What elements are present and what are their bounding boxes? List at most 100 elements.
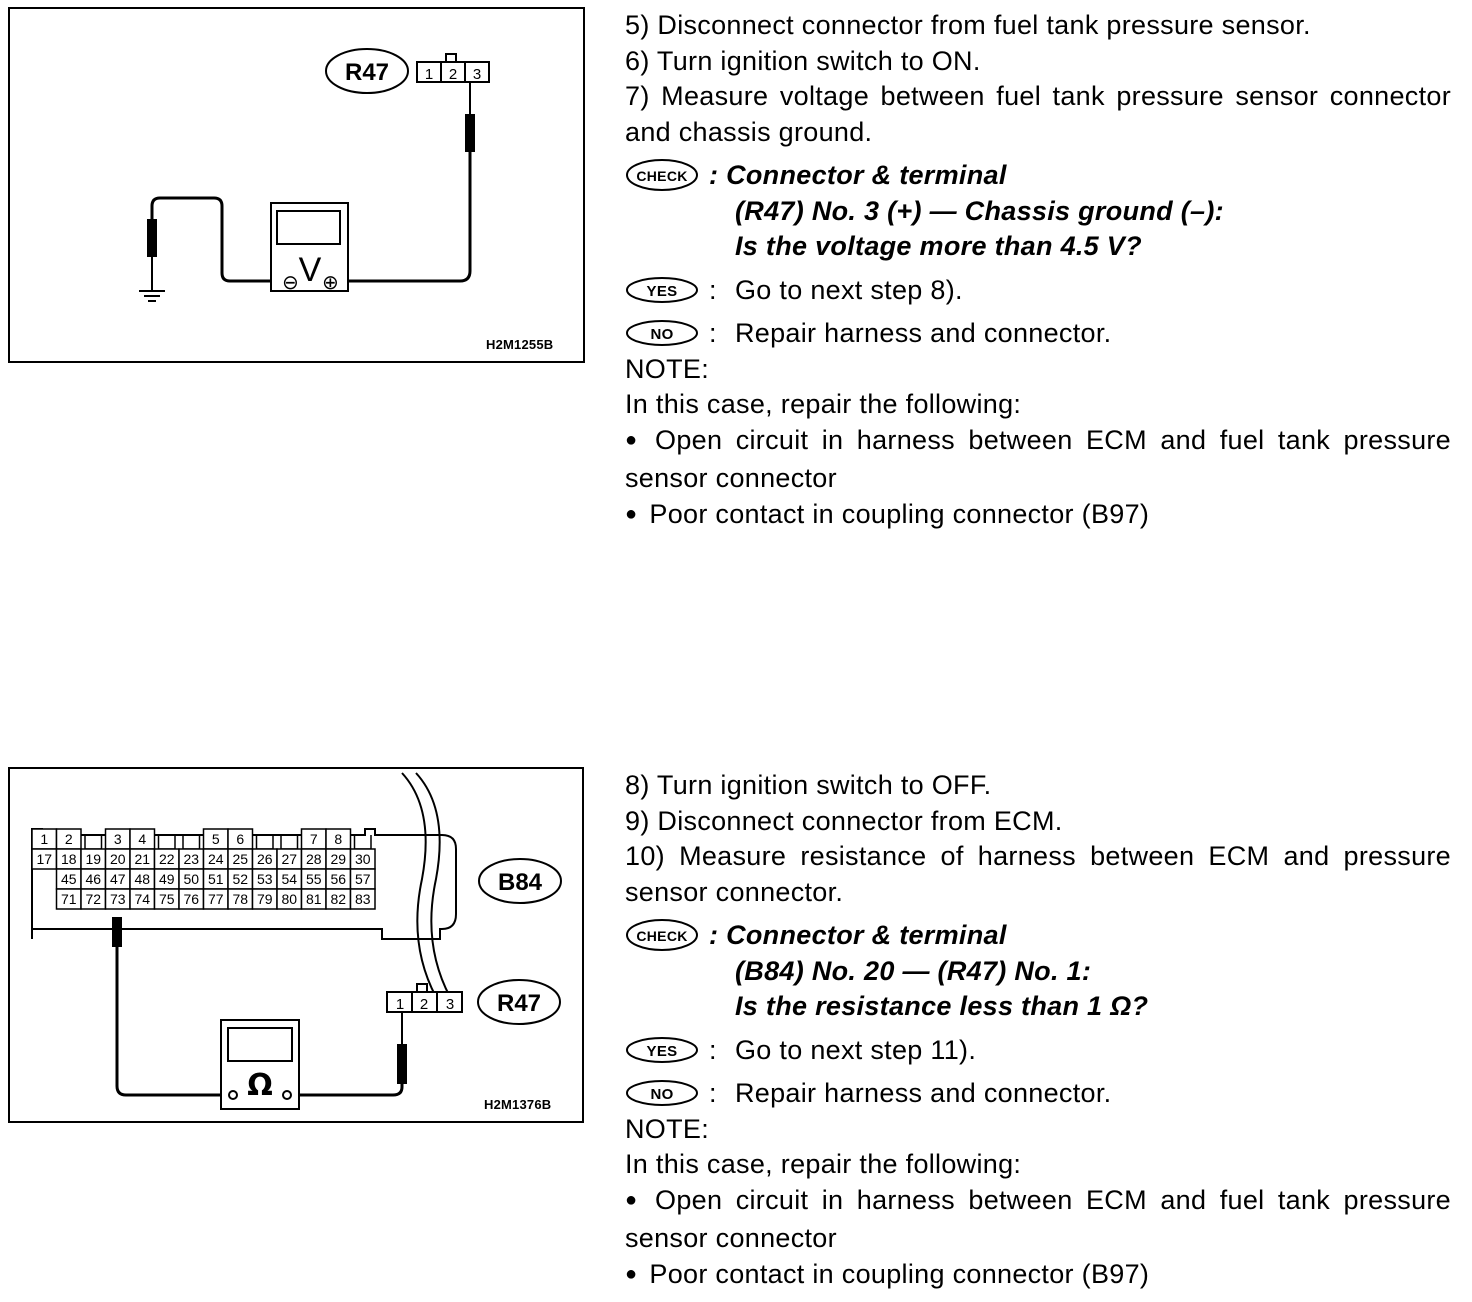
r47-label: R47 (497, 990, 541, 1017)
ohmmeter-terminal-right (282, 1090, 292, 1100)
ecm-pin-8: 8 (334, 831, 342, 847)
yes-badge: YES (625, 273, 699, 307)
ecm-lead (115, 947, 230, 1097)
ecm-pin-28: 28 (306, 851, 322, 867)
check-criteria: : Connector & terminal (R47) No. 3 (+) —… (709, 158, 1224, 265)
ohmmeter-display (227, 1027, 293, 1062)
ecm-pin-22: 22 (159, 851, 175, 867)
no-colon: : (709, 1078, 717, 1108)
yes-colon: : (709, 1034, 717, 1065)
ecm-pin-50: 50 (183, 871, 199, 887)
check-badge-text: CHECK (636, 928, 687, 944)
ecm-pin-74: 74 (134, 891, 150, 907)
sensor-lead (290, 1084, 404, 1097)
no-text: Repair harness and connector. (735, 318, 1112, 348)
check-line-1: Connector & terminal (726, 920, 1007, 950)
ecm-pin-80: 80 (281, 891, 297, 907)
ecm-pin-71: 71 (61, 891, 77, 907)
ecm-pin-81: 81 (306, 891, 322, 907)
figure-code: H2M1255B (486, 337, 554, 352)
ecm-pin-73: 73 (110, 891, 126, 907)
step-7: 7) Measure voltage between fuel tank pre… (625, 81, 1451, 147)
step-9: 9) Disconnect connector from ECM. (625, 805, 1063, 836)
yes-badge-text: YES (647, 1043, 678, 1060)
yes-row: YES : Go to next step 8). (625, 273, 1451, 309)
section-resistance-check: 8) Turn ignition switch to OFF. 9) Disco… (625, 768, 1451, 1295)
ecm-pin-51: 51 (208, 871, 224, 887)
check-badge: CHECK (625, 918, 699, 952)
ecm-pin-19: 19 (85, 851, 101, 867)
no-colon: : (709, 318, 717, 348)
ecm-pin-24: 24 (208, 851, 224, 867)
check-block: CHECK : Connector & terminal (R47) No. 3… (625, 158, 1451, 265)
yes-badge: YES (625, 1033, 699, 1067)
negative-probe (147, 219, 157, 257)
r47-pin-2: 2 (449, 66, 457, 83)
ecm-pin-4: 4 (138, 831, 146, 847)
ecm-pin-29: 29 (330, 851, 346, 867)
ecm-pin-76: 76 (183, 891, 199, 907)
ecm-pin-75: 75 (159, 891, 175, 907)
ecm-pin-53: 53 (257, 871, 273, 887)
yes-badge-text: YES (647, 283, 678, 300)
yes-text: Go to next step 11). (735, 1034, 977, 1065)
r47-label-ellipse (325, 48, 409, 94)
ohm-symbol: Ω (247, 1068, 273, 1103)
r47-label: R47 (345, 59, 389, 86)
note-bullet-1: Open circuit in harness between ECM and … (625, 423, 1451, 497)
check-line-1: Connector & terminal (726, 160, 1007, 190)
yes-text: Go to next step 8). (735, 274, 963, 305)
r47-connector-latch (416, 983, 428, 993)
check-line-3: Is the voltage more than 4.5 V? (735, 231, 1142, 261)
note-bullet-2: Poor contact in coupling connector (B97) (625, 497, 1451, 536)
ecm-pin-23: 23 (183, 851, 199, 867)
yes-row: YES : Go to next step 11). (625, 1033, 1451, 1069)
note-intro: In this case, repair the following: (625, 389, 1022, 419)
ecm-pin-54: 54 (281, 871, 297, 887)
check-colon: : (709, 160, 727, 190)
ecm-pin-27: 27 (281, 851, 297, 867)
step-5: 5) Disconnect connector from fuel tank p… (625, 10, 1311, 40)
note-label: NOTE: (625, 1113, 710, 1144)
ecm-pin-82: 82 (330, 891, 346, 907)
ecm-pin-1: 1 (40, 831, 48, 847)
ecm-pin-cell (349, 888, 376, 910)
no-badge: NO (625, 316, 699, 350)
ecm-pin-25: 25 (232, 851, 248, 867)
note-bullet-1: Open circuit in harness between ECM and … (625, 1183, 1451, 1257)
r47-pin-3: 3 (446, 996, 454, 1013)
no-badge-text: NO (650, 1086, 673, 1103)
ecm-pin-77: 77 (208, 891, 224, 907)
ecm-pin-6: 6 (236, 831, 244, 847)
check-line-2: (R47) No. 3 (+) — Chassis ground (–): (735, 195, 1224, 226)
ecm-pin-26: 26 (257, 851, 273, 867)
note-intro: In this case, repair the following: (625, 1149, 1022, 1179)
no-badge-text: NO (650, 326, 673, 343)
harness-line-1 (401, 772, 437, 998)
note-label: NOTE: (625, 353, 710, 384)
ecm-pin-78: 78 (232, 891, 248, 907)
check-criteria: : Connector & terminal (B84) No. 20 — (R… (709, 918, 1148, 1025)
voltage-diagram: R47 1 2 3 ⊖ V ⊕ (139, 48, 490, 302)
volt-symbol: V (299, 251, 322, 289)
ecm-pin-30: 30 (355, 851, 371, 867)
harness-line-2 (415, 772, 451, 998)
plus-terminal-icon: ⊕ (322, 270, 339, 294)
ecm-probe (112, 917, 122, 947)
r47-connector-latch (445, 53, 457, 63)
ecm-pin-72: 72 (85, 891, 101, 907)
minus-terminal-icon: ⊖ (282, 270, 299, 294)
ecm-pin-56: 56 (330, 871, 346, 887)
step-6: 6) Turn ignition switch to ON. (625, 45, 981, 76)
check-line-2: (B84) No. 20 — (R47) No. 1: (735, 955, 1092, 986)
ecm-pin-46: 46 (85, 871, 101, 887)
step-8: 8) Turn ignition switch to OFF. (625, 770, 992, 800)
step-10: 10) Measure resistance of harness betwee… (625, 841, 1451, 907)
no-row: NO : Repair harness and connector. (625, 1076, 1451, 1112)
note-bullet-2: Poor contact in coupling connector (B97) (625, 1257, 1451, 1296)
no-row: NO : Repair harness and connector. (625, 316, 1451, 352)
check-line-3: Is the resistance less than 1 Ω? (735, 991, 1149, 1021)
ecm-pin-17: 17 (36, 851, 52, 867)
r47-label-ellipse (477, 979, 561, 1025)
